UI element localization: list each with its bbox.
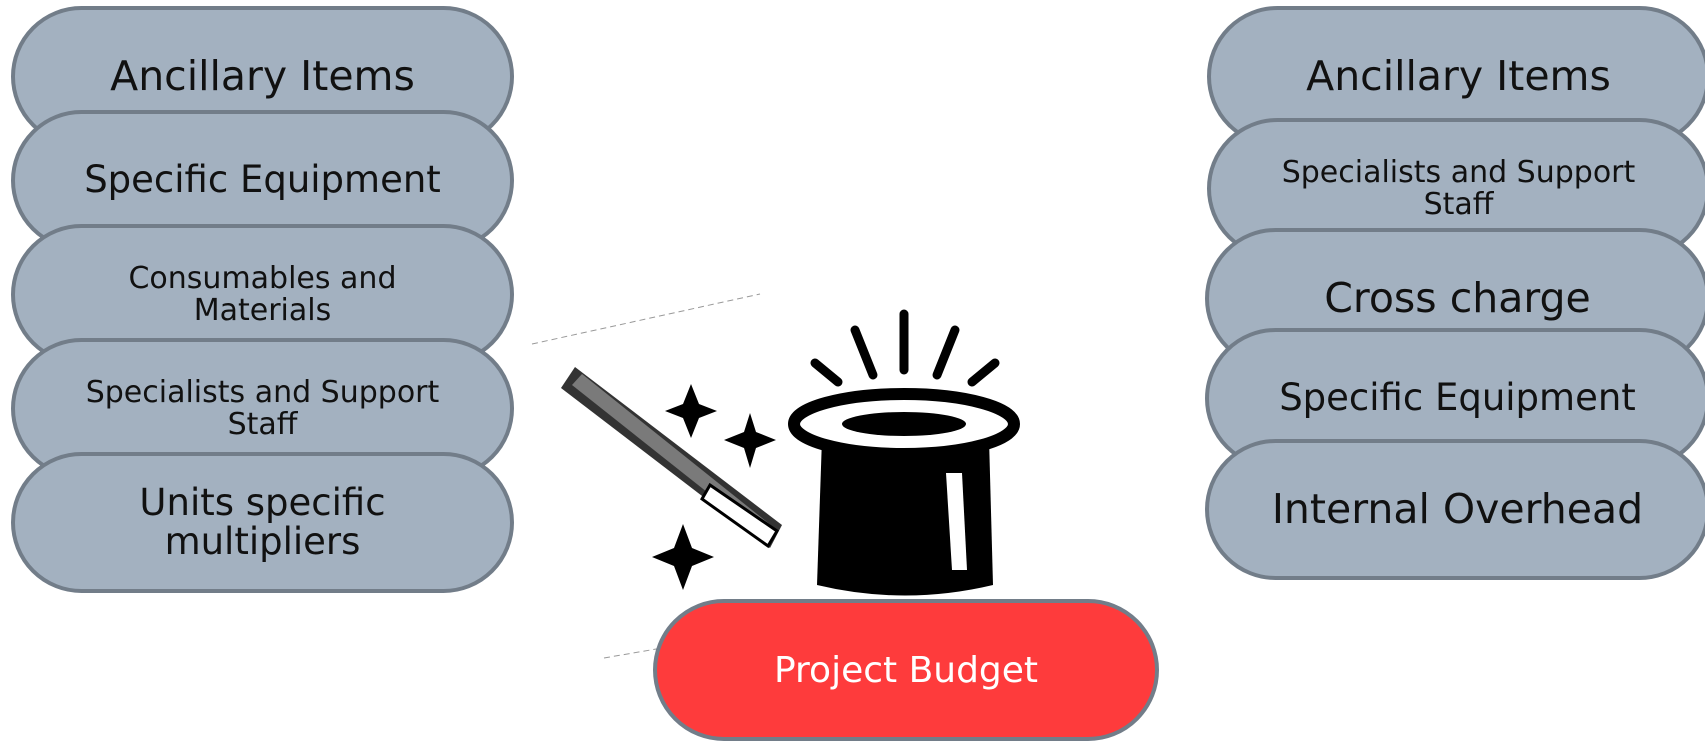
project-budget-pill[interactable]: Project Budget [653,599,1159,741]
right-item-internal-overhead[interactable]: Internal Overhead [1205,439,1705,580]
project-budget-label: Project Budget [774,650,1038,691]
